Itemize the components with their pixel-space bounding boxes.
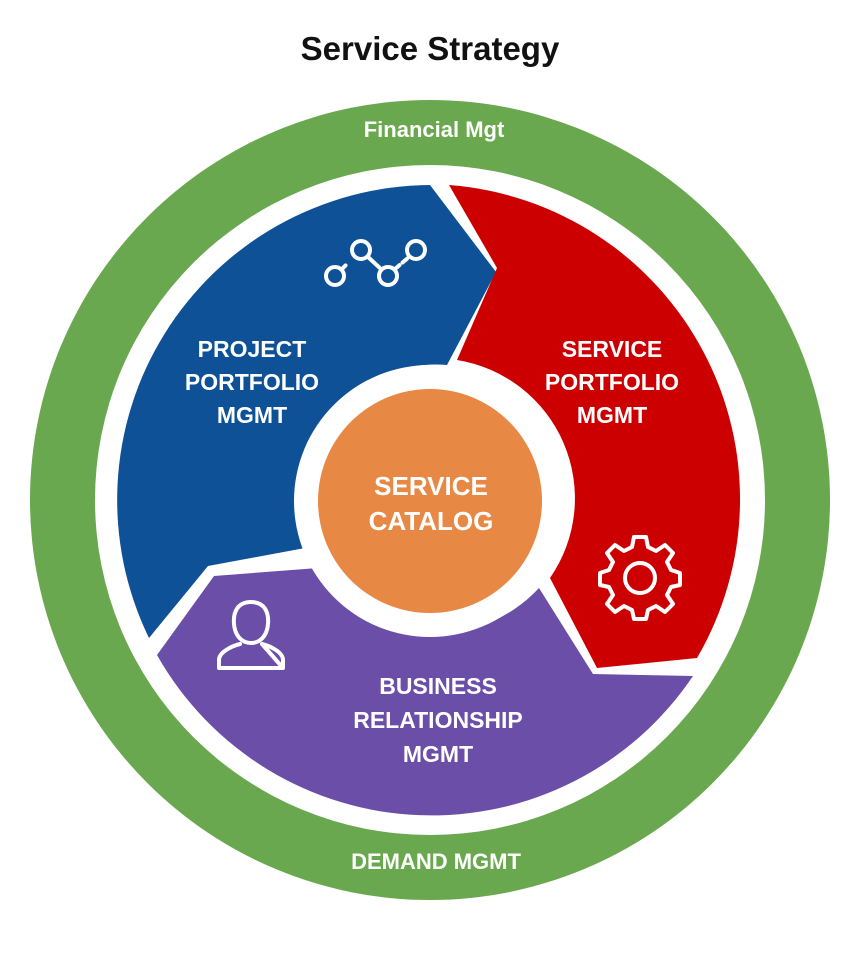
service-label-line-3: MGMT <box>577 402 647 428</box>
project-label-line-1: PROJECT <box>198 336 307 362</box>
business-label-line-3: MGMT <box>403 741 473 767</box>
project-label-line-2: PORTFOLIO <box>185 369 319 395</box>
business-label-line-1: BUSINESS <box>379 673 497 699</box>
core-circle <box>318 389 542 613</box>
demand-mgmt-label: DEMAND MGMT <box>351 849 521 874</box>
service-label-line-1: SERVICE <box>562 336 663 362</box>
segment-project-portfolio <box>117 185 496 638</box>
financial-mgt-label: Financial Mgt <box>364 117 505 142</box>
gear-icon <box>598 535 682 621</box>
project-path-icon <box>324 239 427 287</box>
core-label-line-1: SERVICE <box>374 471 488 501</box>
user-icon <box>217 600 285 670</box>
service-label-line-2: PORTFOLIO <box>545 369 679 395</box>
project-label-line-3: MGMT <box>217 402 287 428</box>
diagram-title: Service Strategy <box>300 30 560 67</box>
segment-business-relationship <box>157 568 693 816</box>
business-label-line-2: RELATIONSHIP <box>353 707 523 733</box>
core-label-line-2: CATALOG <box>369 506 494 536</box>
